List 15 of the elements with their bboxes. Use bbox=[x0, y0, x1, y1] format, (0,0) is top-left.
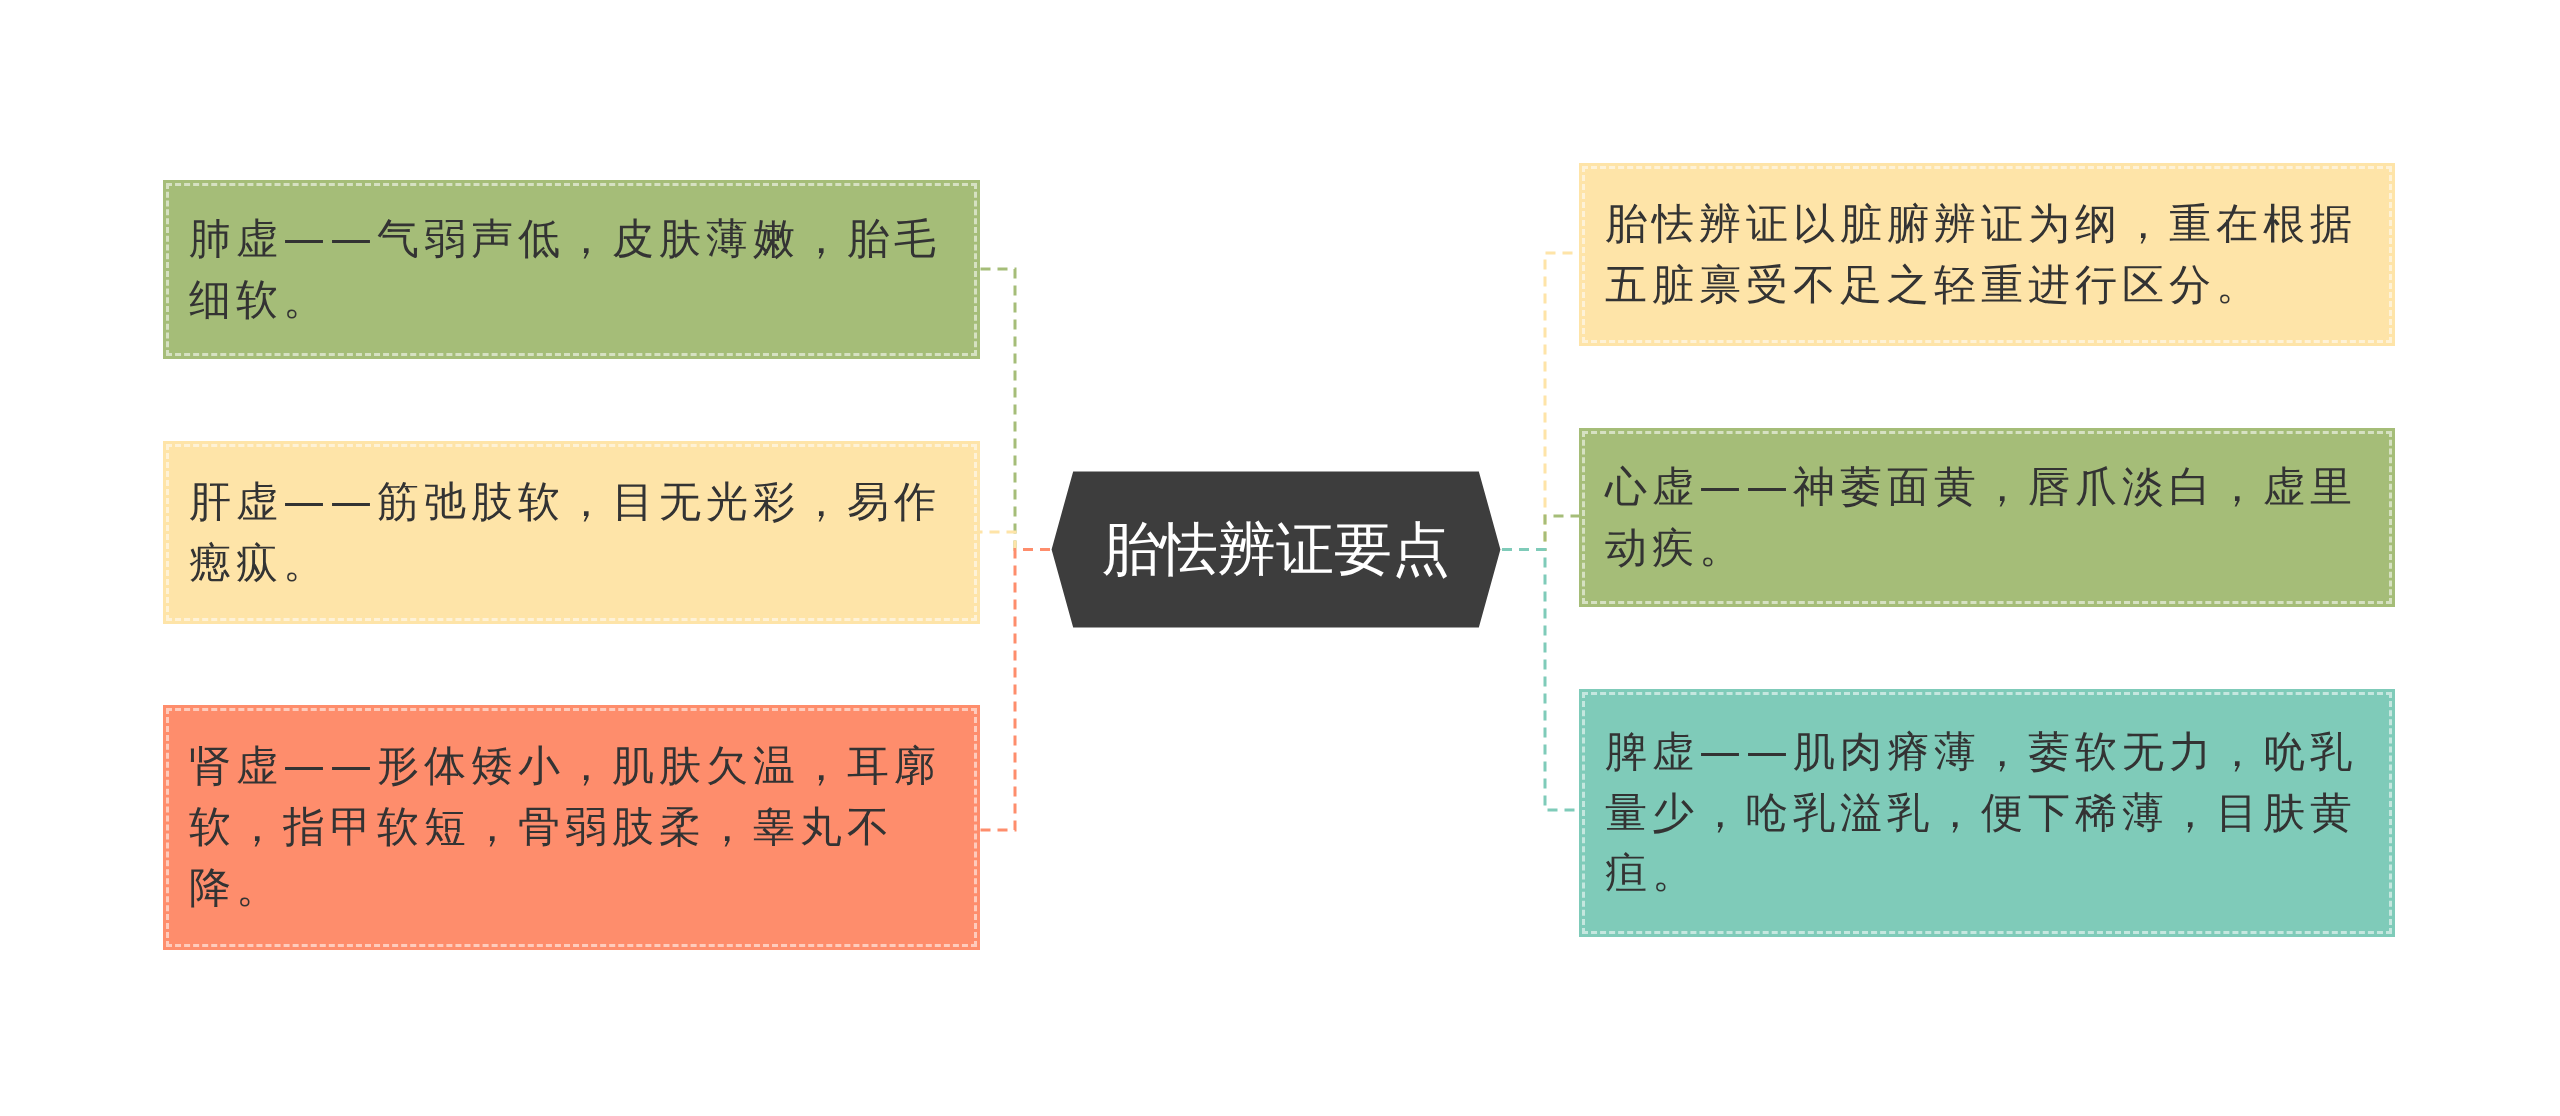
topic-box bbox=[163, 180, 980, 359]
topic-text: 胎怯辨证以脏腑辨证为纲，重在根据五脏禀受不足之轻重进行区分。 bbox=[1605, 197, 2358, 311]
topic-box bbox=[1579, 428, 2395, 607]
topic-text: 心虚——神萎面黄，唇爪淡白，虚里动疾。 bbox=[1605, 460, 2358, 574]
topic-box bbox=[1579, 689, 2395, 937]
topic-text: 脾虚——肌肉瘠薄，萎软无力，吮乳量少，呛乳溢乳，便下稀薄，目肤黄疸。 bbox=[1605, 725, 2358, 900]
connector-line bbox=[980, 548, 1050, 832]
topic-box bbox=[163, 705, 980, 950]
topic-text: 肾虚——形体矮小，肌肤欠温，耳廓软，指甲软短，骨弱肢柔，睾丸不降。 bbox=[189, 740, 942, 914]
central-topic-text: 胎怯辨证要点 bbox=[1102, 513, 1450, 585]
central-topic-hexagon bbox=[1050, 470, 1502, 629]
topic-text: 肺虚——气弱声低，皮肤薄嫩，胎毛细软。 bbox=[189, 212, 942, 326]
topic-text: 肝虚——筋弛肢软，目无光彩，易作瘛疭。 bbox=[189, 475, 942, 589]
topic-box bbox=[1579, 163, 2395, 346]
topic-box bbox=[163, 441, 980, 624]
